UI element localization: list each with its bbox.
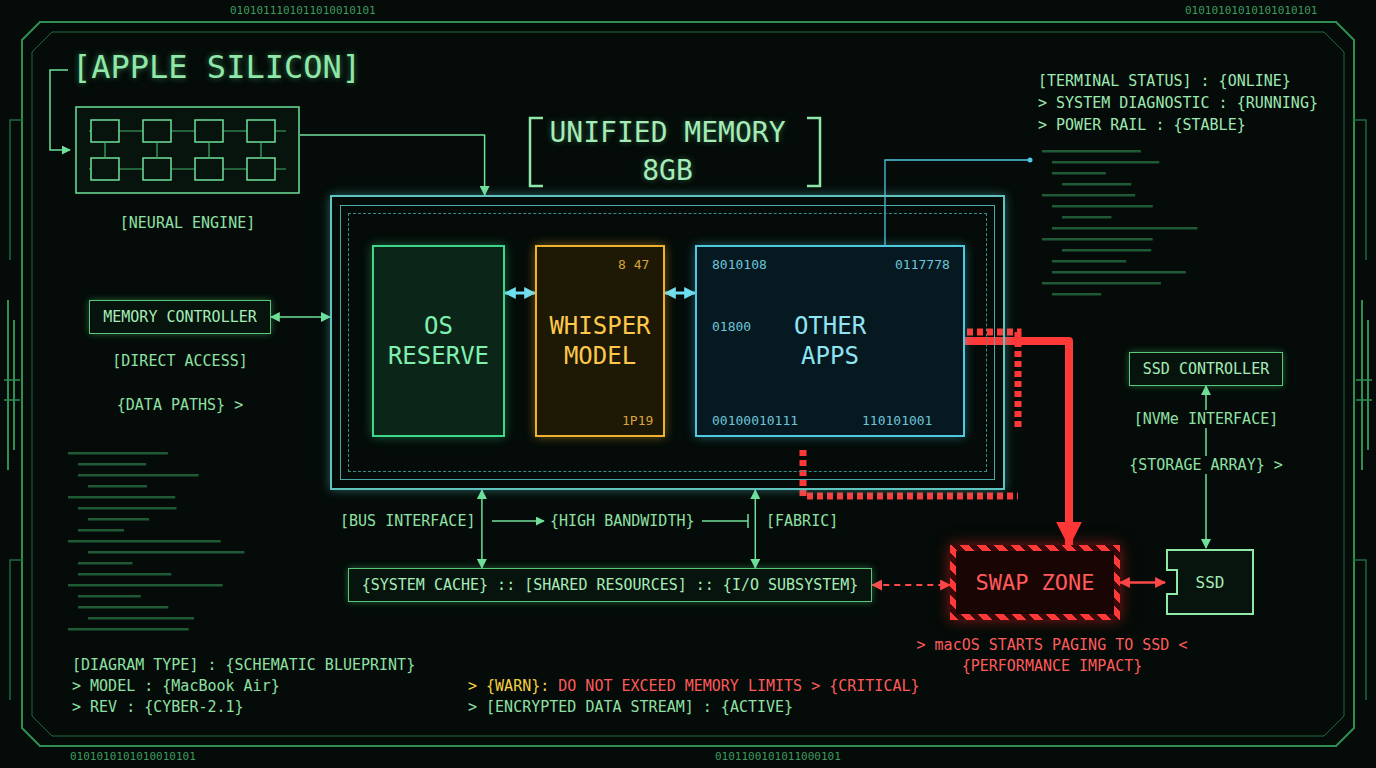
controller-box: MEMORY CONTROLLER <box>89 300 271 334</box>
node-text: OS RESERVE <box>382 311 495 371</box>
annotation-text: DO NOT EXCEED MEMORY LIMITS > {CRITICAL} <box>558 677 919 695</box>
annotation-text: [NVMe INTERFACE] <box>1130 410 1283 428</box>
memory-segment: WHISPER MODEL <box>535 245 665 437</box>
node-text: WHISPER MODEL <box>545 311 655 371</box>
annotation-text: > POWER RAIL : {STABLE} <box>1038 116 1246 134</box>
annotation-text: > {WARN}: <box>468 677 549 695</box>
chip-outline <box>75 106 300 194</box>
annotation-text: > REV : {CYBER-2.1} <box>72 698 244 716</box>
annotation-text: [BUS INTERFACE] <box>340 512 475 530</box>
annotation-text: 00100010111 <box>712 412 798 430</box>
controller-box: SSD CONTROLLER <box>1129 352 1283 386</box>
annotation-text: 8010108 <box>712 256 767 274</box>
node-text: [NEURAL ENGINE] <box>120 214 255 232</box>
node-text: MEMORY CONTROLLER <box>103 308 257 326</box>
connector <box>481 490 483 568</box>
node-text: SSD CONTROLLER <box>1143 360 1269 378</box>
memory-segment: OTHER APPS <box>695 245 965 437</box>
node-text: SSD <box>1196 573 1225 592</box>
annotation-text: > [ENCRYPTED DATA STREAM] : {ACTIVE} <box>468 698 793 716</box>
connector <box>755 490 757 568</box>
connector <box>505 292 535 295</box>
annotation-text: 01800 <box>712 318 751 336</box>
node-text: UNIFIED MEMORY 8GB <box>528 114 808 190</box>
ssd-drive: SSD <box>1165 548 1255 616</box>
connector <box>271 316 330 318</box>
annotation-text: [DIAGRAM TYPE] : {SCHEMATIC BLUEPRINT} <box>72 656 415 674</box>
node-text: OTHER APPS <box>770 311 890 371</box>
annotation-text: 0101010101010010101 <box>70 750 196 763</box>
annotation-text: [TERMINAL STATUS] : {ONLINE} <box>1038 72 1291 90</box>
annotation-text: {DATA PATHS} > <box>117 396 243 414</box>
annotation-text: 0101011101011010010101 <box>230 4 376 17</box>
annotation-text: [FABRIC] <box>766 512 838 530</box>
annotation-text: {HIGH BANDWIDTH} <box>550 512 695 530</box>
annotation-text: 0117778 <box>895 256 950 274</box>
connector <box>665 292 695 295</box>
annotation-text: 8 47 <box>618 256 649 274</box>
connector <box>1120 581 1165 584</box>
diagram-title: [APPLE SILICON] <box>72 48 361 86</box>
connector <box>300 135 485 195</box>
swap-zone: SWAP ZONE <box>950 545 1120 620</box>
annotation-text: > SYSTEM DIAGNOSTIC : {RUNNING} <box>1038 94 1318 112</box>
memory-segment: OS RESERVE <box>372 245 505 437</box>
annotation-text: 1P19 <box>622 412 653 430</box>
connector <box>872 584 950 586</box>
chip-block: [NEURAL ENGINE] <box>75 106 300 234</box>
annotation-text: 0101100101011000101 <box>715 750 841 763</box>
node-text: {SYSTEM CACHE} :: [SHARED RESOURCES] :: … <box>362 576 859 594</box>
node-text: SWAP ZONE <box>975 570 1094 596</box>
cache-bar: {SYSTEM CACHE} :: [SHARED RESOURCES] :: … <box>348 568 873 602</box>
annotation-text: {STORAGE ARRAY} > <box>1125 456 1287 474</box>
annotation-text: {PERFORMANCE IMPACT} <box>962 657 1143 675</box>
connector <box>965 341 1069 545</box>
annotation-text: [DIRECT ACCESS] <box>112 352 247 370</box>
annotation-text: 01010101010101010101 <box>1185 4 1317 17</box>
annotation-text: 110101001 <box>862 412 932 430</box>
annotation-text: > macOS STARTS PAGING TO SSD < <box>917 636 1188 654</box>
annotation-text: > MODEL : {MacBook Air} <box>72 677 280 695</box>
memory-region: UNIFIED MEMORY 8GB OS RESERVE WHISPER MODE… <box>330 108 1005 490</box>
